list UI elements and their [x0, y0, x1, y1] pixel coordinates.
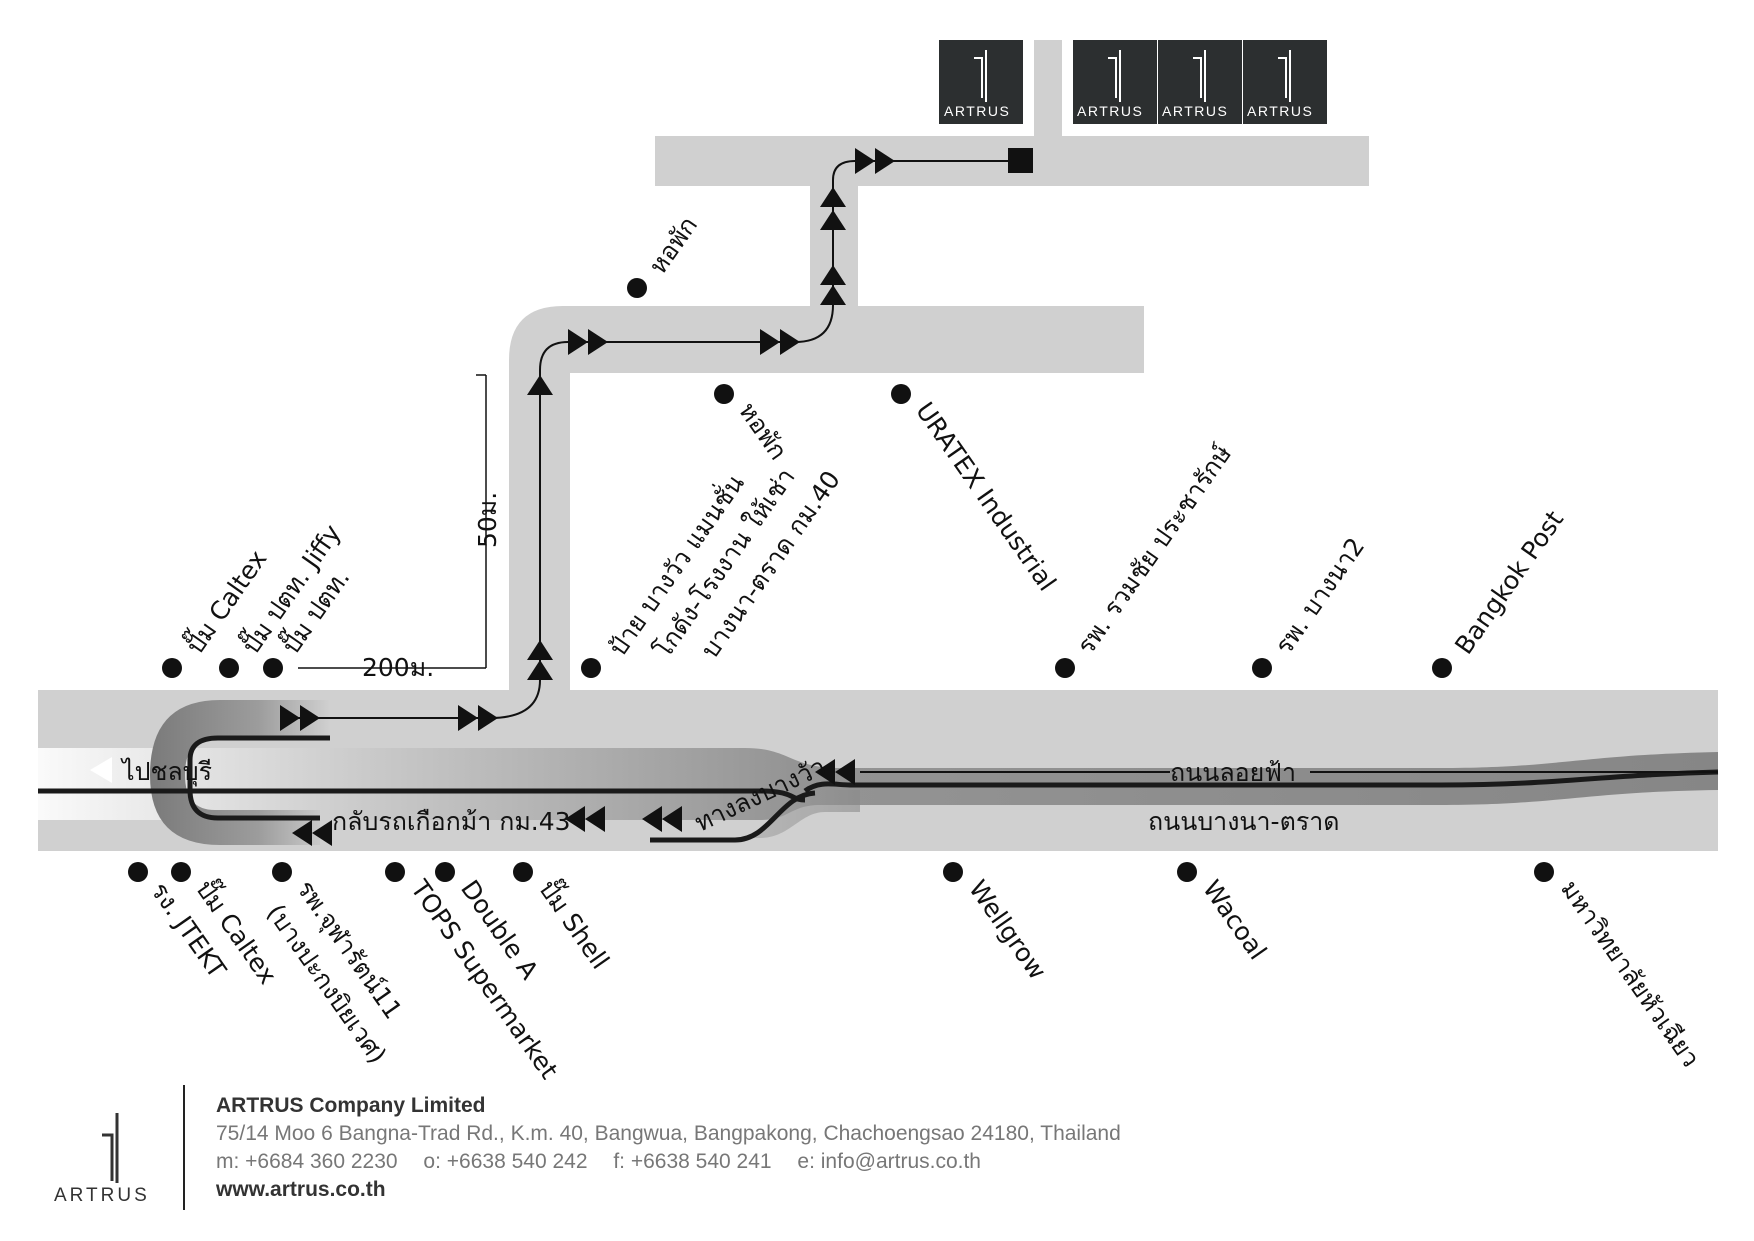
landmark-label: ปั๊ม Shell: [533, 873, 618, 975]
footer-logo-text: ARTRUS: [54, 1185, 150, 1205]
route-path: [295, 160, 1718, 773]
arrow-right: [458, 705, 498, 731]
landmarks-bottom: รง. JTEKT ปั๊ม Caltex รพ.จุฬารัตน์11 (บา…: [128, 862, 1706, 1080]
footer-divider: [183, 1085, 185, 1210]
location-map: ไปชลบุรี ถนนลอยฟ้า ถนนบางนา-ตราด กลับรถเ…: [38, 40, 1719, 1080]
office-number: o: +6638 540 242: [423, 1150, 588, 1173]
road-label-main: ถนนบางนา-ตราด: [1148, 807, 1340, 836]
destination-marker: [1008, 148, 1033, 173]
landmark: รพ. บางนา2: [1252, 532, 1370, 678]
landmark: Bangkok Post: [1432, 505, 1569, 678]
mobile-number: m: +6684 360 2230: [216, 1150, 398, 1173]
landmark-label: มหาวิทยาลัยหัวเฉียว: [1555, 875, 1705, 1073]
footer-logo: ARTRUS: [50, 1095, 170, 1206]
distance-label-200m: 200ม.: [362, 653, 434, 682]
landmark-label: Bangkok Post: [1449, 505, 1569, 659]
building-label: ARTRUS: [944, 103, 1010, 119]
distance-200m: 200ม. 50ม.: [298, 374, 502, 682]
arrow-up: [527, 375, 553, 395]
website-link[interactable]: www.artrus.co.th: [216, 1178, 386, 1201]
route-arrows: [90, 148, 895, 846]
arrow-right: [568, 329, 608, 355]
artrus-building: ARTRUS: [1073, 40, 1157, 124]
building-label: ARTRUS: [1247, 103, 1313, 119]
artrus-logo-icon: ARTRUS: [54, 1113, 150, 1206]
landmark-label: รพ. รวมชัย ประชารักษ์: [1071, 439, 1237, 659]
road-label-u-turn: กลับรถเกือกม้า กม.43: [332, 807, 571, 836]
landmark: URATEX Industrial: [891, 384, 1062, 596]
arrow-left: [565, 806, 605, 832]
landmark: หอพัก: [627, 211, 703, 298]
artrus-building: ARTRUS: [939, 40, 1023, 124]
landmark: รพ. รวมชัย ประชารักษ์: [1055, 439, 1238, 678]
landmark: ป้าย บางวัว แมนชั่น โกดัง-โรงงาน ให้เช่า…: [581, 463, 846, 678]
building-label: ARTRUS: [1162, 103, 1228, 119]
landmark: รพ.จุฬารัตน์11 (บางปะกงบิยเวศ): [261, 862, 408, 1069]
landmarks-top: ปั๊ม Caltex ปั๊ม ปตท. Jiffy ปั๊ม ปตท. ป้…: [162, 211, 1569, 678]
arrow-left: [815, 759, 855, 785]
landmark-label: หอพัก: [643, 211, 703, 279]
arrow-right: [280, 705, 320, 731]
landmark: Wacoal: [1177, 862, 1272, 965]
exit-ramp-band: [650, 790, 860, 838]
exit-ramp-line: [650, 790, 816, 843]
arrow-up: [527, 640, 553, 680]
landmark-label: Wacoal: [1197, 875, 1272, 965]
landmark-label: รพ. บางนา2: [1269, 532, 1370, 659]
road-lines: [38, 735, 1719, 843]
distance-label-50m: 50ม.: [473, 492, 502, 548]
to-chonburi-arrow-icon: [90, 757, 112, 783]
contact-line: m: +6684 360 2230 o: +6638 540 242 f: +6…: [216, 1148, 1121, 1176]
arrow-left: [642, 806, 682, 832]
site-driveway: [1034, 40, 1062, 140]
landmark-label: Wellgrow: [963, 875, 1052, 985]
company-address: 75/14 Moo 6 Bangna-Trad Rd., K.m. 40, Ba…: [216, 1122, 1121, 1145]
landmark-label: URATEX Industrial: [910, 397, 1062, 596]
arrow-left: [292, 820, 332, 846]
footer: ARTRUS ARTRUS Company Limited 75/14 Moo …: [0, 1080, 1754, 1230]
building-label: ARTRUS: [1077, 103, 1143, 119]
artrus-logo-icon: [974, 50, 987, 102]
email-link[interactable]: e: info@artrus.co.th: [797, 1150, 981, 1173]
route-line: [295, 160, 1018, 719]
artrus-logo-icon: [1193, 50, 1206, 102]
fax-number: f: +6638 540 241: [613, 1150, 772, 1173]
road-label-elevated: ถนนลอยฟ้า: [1170, 758, 1296, 787]
artrus-building: ARTRUS: [1158, 40, 1242, 124]
arrow-up: [820, 285, 846, 305]
arrow-right: [855, 148, 895, 174]
elevated-road-edge: [803, 769, 1719, 794]
arrow-up: [820, 187, 846, 230]
road-label-to-chonburi: ไปชลบุรี: [120, 757, 212, 787]
u-turn-inner-line: [187, 735, 330, 821]
artrus-logo-icon: [1278, 50, 1291, 102]
artrus-logo-icon: [1108, 50, 1121, 102]
arrow-right: [760, 329, 800, 355]
arrow-up: [820, 265, 846, 285]
landmark-label: หอพัก: [733, 397, 793, 465]
landmark: มหาวิทยาลัยหัวเฉียว: [1534, 862, 1706, 1072]
landmark: หอพัก: [714, 384, 793, 465]
artrus-building: ARTRUS: [1243, 40, 1327, 124]
footer-contact: ARTRUS Company Limited 75/14 Moo 6 Bangn…: [216, 1092, 1121, 1204]
artrus-buildings: ARTRUS ARTRUS ARTRUS ARTRUS: [939, 40, 1327, 124]
company-name: ARTRUS Company Limited: [216, 1094, 486, 1117]
landmark: Wellgrow: [943, 862, 1052, 985]
main-road-centerline: [38, 788, 806, 803]
